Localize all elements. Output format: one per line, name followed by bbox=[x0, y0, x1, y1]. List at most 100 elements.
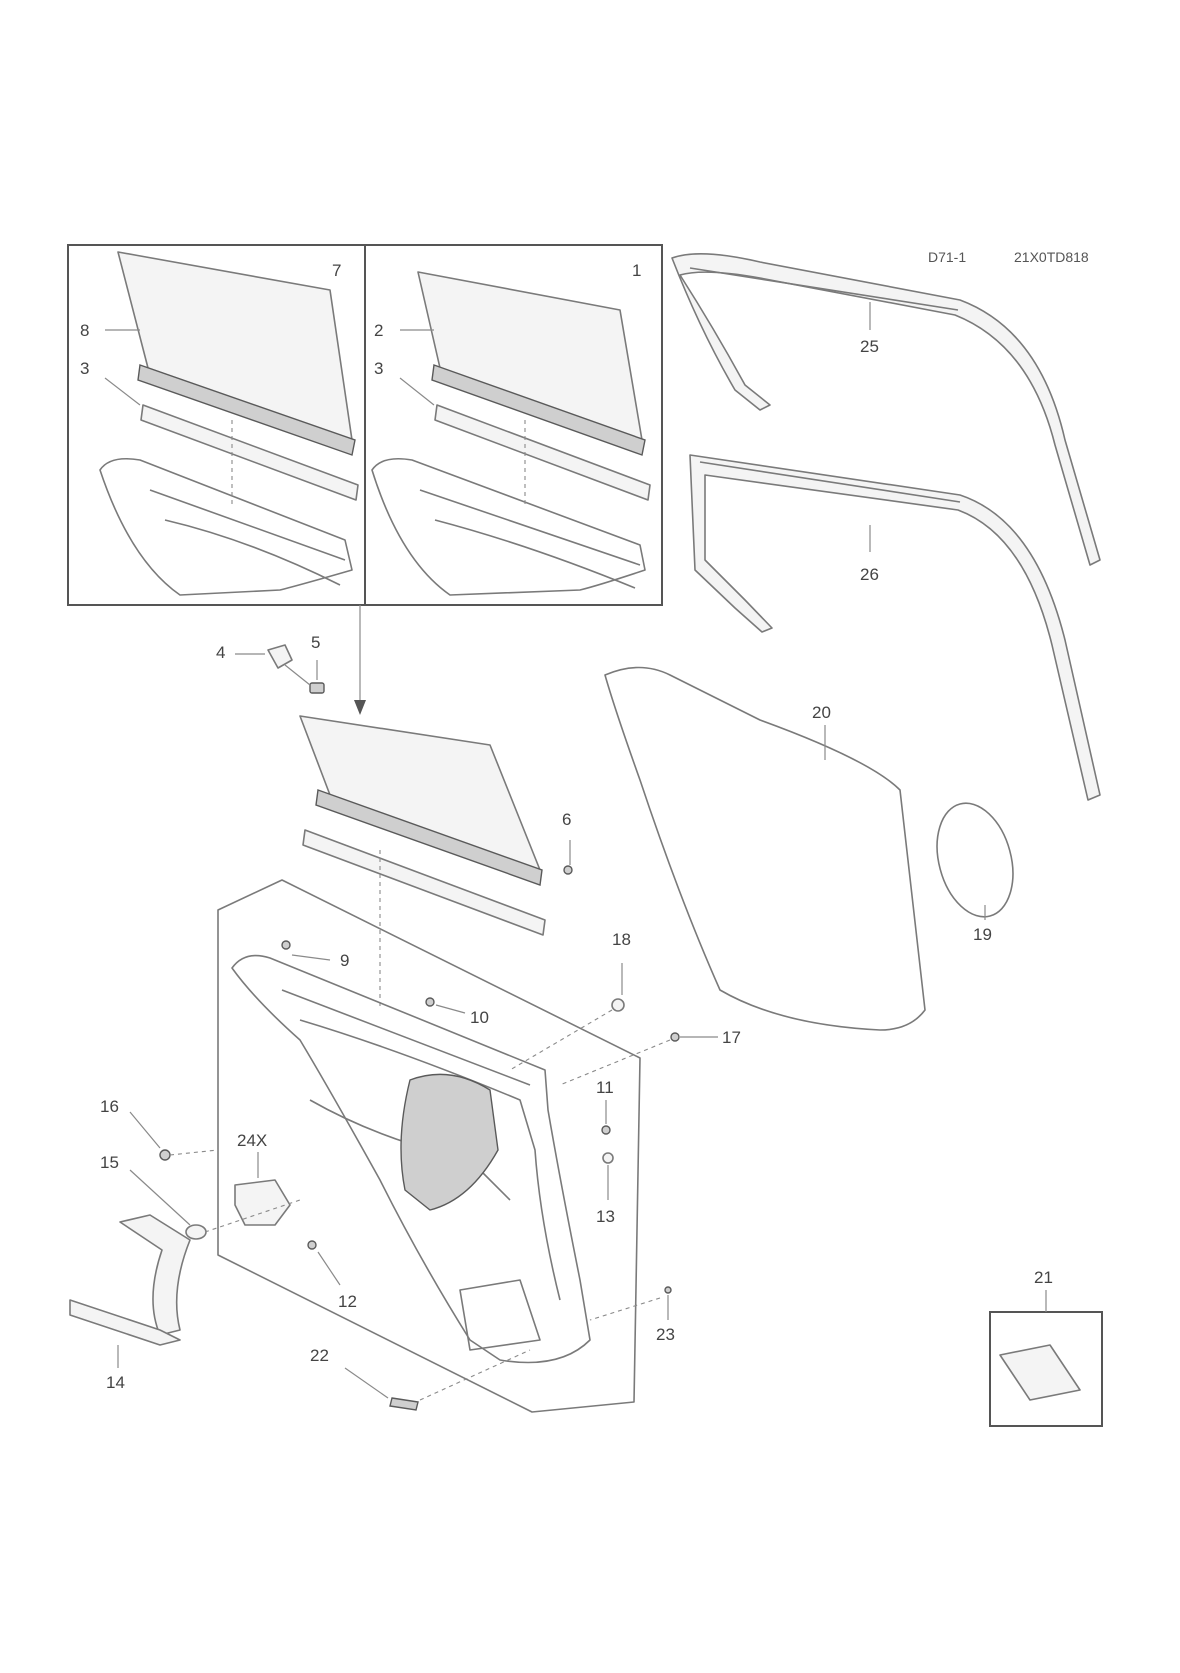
callout-19: 19 bbox=[973, 925, 992, 944]
dash-23 bbox=[589, 1297, 661, 1321]
main-sunshade-assembly bbox=[299, 715, 573, 1010]
callout-14: 14 bbox=[106, 1373, 125, 1392]
handle-part-24x bbox=[234, 1152, 291, 1226]
screw-part-6 bbox=[563, 865, 573, 875]
callout-5: 5 bbox=[311, 633, 320, 652]
kit-21-pad bbox=[999, 1344, 1081, 1401]
handle-24x-shape bbox=[234, 1179, 291, 1226]
callout-4: 4 bbox=[216, 643, 225, 662]
clip-part-11 bbox=[601, 1125, 611, 1135]
leader-10 bbox=[435, 1004, 466, 1014]
clip-part-4 bbox=[267, 644, 293, 669]
panel-detail-lines-right bbox=[419, 489, 641, 589]
inset-left-assembly bbox=[99, 251, 359, 596]
clip-part-5 bbox=[309, 682, 325, 694]
water-shield-part-20 bbox=[604, 666, 926, 1031]
callout-12: 12 bbox=[338, 1292, 357, 1311]
callout-11: 11 bbox=[596, 1078, 614, 1097]
panel-top-part-left bbox=[99, 457, 353, 596]
panel-top-part-right bbox=[371, 457, 646, 596]
door-trim-box-outline bbox=[217, 879, 641, 1413]
main-sunshade-rail bbox=[302, 829, 546, 936]
callout-24x: 24X bbox=[237, 1131, 267, 1150]
rail-part-3-right bbox=[434, 404, 651, 501]
armrest-inner-line bbox=[299, 1019, 561, 1301]
window-seal-part-26 bbox=[689, 454, 1101, 801]
inset-arrow-head bbox=[354, 700, 366, 715]
handle-bezel bbox=[400, 1073, 499, 1211]
callout-16: 16 bbox=[100, 1097, 119, 1116]
callout-21: 21 bbox=[1034, 1268, 1053, 1287]
trim-strip-14-horizontal bbox=[69, 1299, 181, 1346]
callout-13: 13 bbox=[596, 1207, 615, 1226]
callout-3a: 3 bbox=[80, 359, 89, 378]
inset-box-variants bbox=[67, 244, 663, 606]
seal-25-inner-line bbox=[689, 267, 959, 311]
leader-4b bbox=[284, 664, 311, 686]
clip-part-17 bbox=[670, 1032, 680, 1042]
callout-2: 2 bbox=[374, 321, 383, 340]
speaker-cover-outline bbox=[936, 802, 1014, 918]
callout-22: 22 bbox=[310, 1346, 329, 1365]
speaker-cover-part-19 bbox=[936, 802, 1014, 920]
kit-part-21 bbox=[989, 1290, 1103, 1427]
callout-17: 17 bbox=[722, 1028, 741, 1047]
main-sunshade-roller bbox=[315, 789, 543, 886]
callout-8: 8 bbox=[80, 321, 89, 340]
pocket-detail bbox=[459, 1279, 541, 1351]
callout-3b: 3 bbox=[374, 359, 383, 378]
dash-15 bbox=[204, 1199, 301, 1233]
inset-right-assembly bbox=[371, 271, 651, 596]
callout-23: 23 bbox=[656, 1325, 675, 1344]
sunshade-roller-part-8 bbox=[137, 364, 356, 456]
window-seal-part-25 bbox=[671, 253, 1101, 566]
trim-strip-14-vertical bbox=[119, 1214, 191, 1336]
part-22-shape bbox=[389, 1397, 419, 1411]
callout-1: 1 bbox=[632, 261, 641, 280]
seal-26-inner-line bbox=[699, 461, 961, 503]
clip-part-4-5 bbox=[235, 644, 325, 694]
leader-3a bbox=[104, 377, 141, 406]
dash-18 bbox=[509, 1009, 613, 1071]
clip-part-13 bbox=[602, 1152, 614, 1164]
callout-18: 18 bbox=[612, 930, 631, 949]
diagram-ref-code: D71-1 bbox=[928, 249, 966, 265]
clip-part-15 bbox=[185, 1224, 207, 1240]
leader-3b bbox=[399, 377, 435, 406]
part-23-shape bbox=[664, 1286, 672, 1294]
screw-part-12 bbox=[307, 1240, 317, 1250]
leader-15 bbox=[129, 1169, 191, 1226]
door-trim-outline bbox=[231, 954, 591, 1364]
callout-7: 7 bbox=[332, 261, 341, 280]
screw-part-10 bbox=[425, 997, 435, 1007]
clip-part-18 bbox=[611, 998, 625, 1012]
screw-part-9 bbox=[281, 940, 291, 950]
dash-17 bbox=[559, 1039, 671, 1086]
panel-detail-lines-left bbox=[149, 489, 346, 586]
callout-10: 10 bbox=[470, 1008, 489, 1027]
callout-9: 9 bbox=[340, 951, 349, 970]
screw-part-16 bbox=[159, 1149, 171, 1161]
parts-22-23 bbox=[344, 1286, 672, 1411]
dash-16 bbox=[169, 1149, 219, 1156]
dash-22 bbox=[419, 1349, 531, 1401]
callout-25: 25 bbox=[860, 337, 879, 356]
clips-11-13-17-18 bbox=[509, 963, 718, 1200]
rail-part-3-left bbox=[140, 404, 359, 501]
seal-25-shape bbox=[671, 253, 1101, 566]
callout-15: 15 bbox=[100, 1153, 119, 1172]
leader-22 bbox=[344, 1367, 389, 1399]
diagram-part-code: 21X0TD818 bbox=[1014, 249, 1089, 265]
trim-strip-part-14 bbox=[69, 1214, 191, 1368]
callout-20: 20 bbox=[812, 703, 831, 722]
leader-12 bbox=[317, 1251, 341, 1286]
sunshade-roller-part-2 bbox=[431, 364, 646, 456]
leader-9 bbox=[291, 954, 331, 961]
armrest-top-line bbox=[281, 989, 531, 1086]
door-trim-panel-part bbox=[231, 954, 591, 1364]
seal-26-shape bbox=[689, 454, 1101, 801]
callout-26: 26 bbox=[860, 565, 879, 584]
door-trim-panel-box bbox=[217, 879, 641, 1413]
callout-6: 6 bbox=[562, 810, 571, 829]
